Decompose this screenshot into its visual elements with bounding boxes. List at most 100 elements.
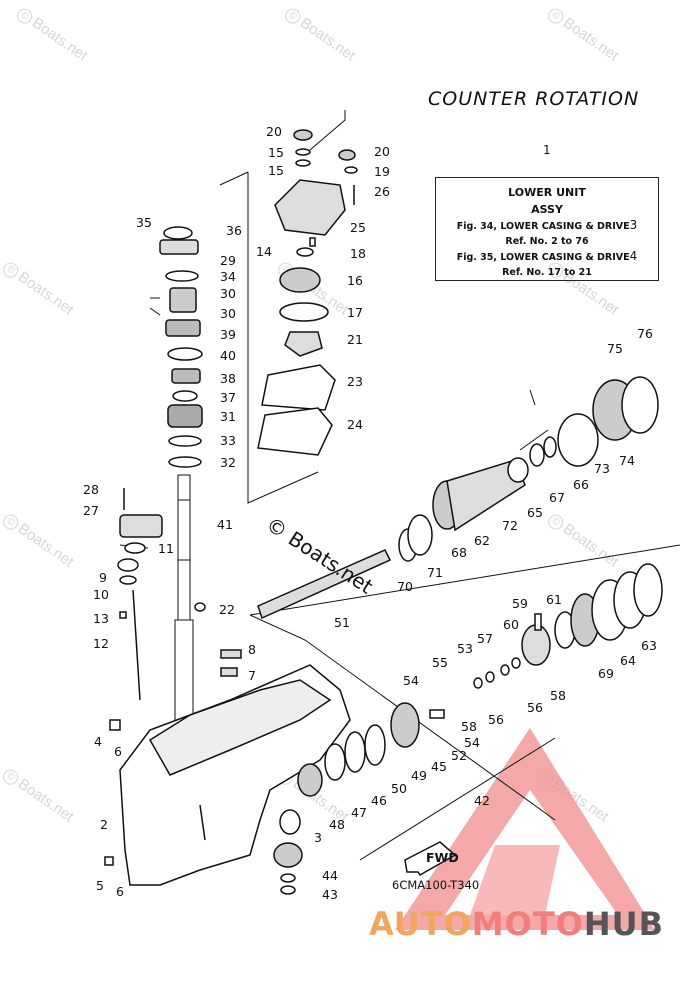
part-label: 22: [219, 602, 235, 617]
part-label: 54: [403, 673, 419, 688]
fwd-label: FWD: [426, 850, 459, 865]
part-label: 29: [220, 253, 236, 268]
part-label: 37: [220, 390, 236, 405]
part-label: 2: [100, 817, 108, 832]
part-label: 58: [461, 719, 477, 734]
part-label: 60: [503, 617, 519, 632]
part-label: 68: [451, 545, 467, 560]
part-label: 45: [431, 759, 447, 774]
part-label: 43: [322, 887, 338, 902]
ref-line: Fig. 35, LOWER CASING & DRIVE4: [456, 249, 638, 263]
part-label: 32: [220, 455, 236, 470]
part-label: 65: [527, 505, 543, 520]
part-label: 20: [374, 144, 390, 159]
part-label: 36: [226, 223, 242, 238]
part-label: 75: [607, 341, 623, 356]
gear-set: [273, 563, 663, 895]
part-label: 62: [474, 533, 490, 548]
part-label: 53: [457, 641, 473, 656]
part-label: 56: [527, 700, 543, 715]
part-label: 10: [93, 587, 109, 602]
part-label: 6: [114, 744, 122, 759]
ref-line: Fig. 34, LOWER CASING & DRIVE3: [456, 218, 638, 232]
ref-line: Ref. No. 2 to 76: [505, 236, 589, 247]
part-label: 76: [637, 326, 653, 341]
part-label: 48: [329, 817, 345, 832]
part-label: 52: [451, 748, 467, 763]
part-label: 16: [347, 273, 363, 288]
part-label: 58: [550, 688, 566, 703]
diagram-title: COUNTER ROTATION: [428, 88, 640, 110]
part-label: 27: [83, 503, 99, 518]
part-label: 5: [96, 878, 104, 893]
part-label: 24: [347, 417, 363, 432]
part-label: 73: [594, 461, 610, 476]
part-label: 31: [220, 409, 236, 424]
part-label: 19: [374, 164, 390, 179]
part-label: 25: [350, 220, 366, 235]
drive-shaft: [174, 474, 194, 721]
part-label: 35: [136, 215, 152, 230]
part-label: 34: [220, 269, 236, 284]
water-pump-parts: [257, 129, 358, 456]
part-label: 64: [620, 653, 636, 668]
part-label: 47: [351, 805, 367, 820]
part-label: 17: [347, 305, 363, 320]
part-label: 61: [546, 592, 562, 607]
part-label: 49: [411, 768, 427, 783]
part-label: 15: [268, 145, 284, 160]
part-label: 4: [94, 734, 102, 749]
part-label: 12: [93, 636, 109, 651]
part-label: 21: [347, 332, 363, 347]
brand-logo: AUTOMOTOHUB: [369, 905, 665, 943]
brand-logo-triangle: [395, 728, 655, 930]
part-label: 18: [350, 246, 366, 261]
part-label: 69: [598, 666, 614, 681]
part-label: 41: [217, 517, 233, 532]
part-label: 28: [83, 482, 99, 497]
part-label: 9: [99, 570, 107, 585]
shaft-column-parts: [159, 226, 203, 468]
propeller-shaft-housing: [398, 376, 659, 562]
part-label: 13: [93, 611, 109, 626]
propeller-shaft: [257, 549, 392, 620]
reference-box: LOWER UNIT ASSY Fig. 34, LOWER CASING & …: [435, 177, 659, 281]
fwd-arrow: FWD: [404, 841, 459, 876]
part-label: 54: [464, 735, 480, 750]
shift-rod-parts: [104, 488, 242, 866]
part-label: 50: [391, 781, 407, 796]
part-label: 56: [488, 712, 504, 727]
part-label: 6: [116, 884, 124, 899]
ref-line: Ref. No. 17 to 21: [502, 267, 592, 278]
part-label: 67: [549, 490, 565, 505]
part-label: 33: [220, 433, 236, 448]
part-label: 20: [266, 124, 282, 139]
diagram-code: 6CMA100-T340: [392, 878, 480, 892]
part-label: 7: [248, 668, 256, 683]
part-label: 72: [502, 518, 518, 533]
part-label: 74: [619, 453, 635, 468]
part-label: 26: [374, 184, 390, 199]
part-label: 57: [477, 631, 493, 646]
part-label: 59: [512, 596, 528, 611]
part-label: 8: [248, 642, 256, 657]
part-labels: 2 3 4 5 6 6 7 8 9 10 11 12 13 14 15 15 1…: [83, 124, 657, 902]
lower-casing: [119, 664, 351, 886]
part-label: 30: [220, 306, 236, 321]
part-label: 30: [220, 286, 236, 301]
ref-line: ASSY: [531, 203, 563, 216]
part-label: 46: [371, 793, 387, 808]
part-label: 51: [334, 615, 350, 630]
part-label: 11: [158, 541, 174, 556]
part-label: 55: [432, 655, 448, 670]
part-label: 63: [641, 638, 657, 653]
part-label: 38: [220, 371, 236, 386]
part-label: 66: [573, 477, 589, 492]
part-label: 23: [347, 374, 363, 389]
part-label: 42: [474, 793, 490, 808]
part-label: 40: [220, 348, 236, 363]
part-label: 71: [427, 565, 443, 580]
part-label: 39: [220, 327, 236, 342]
